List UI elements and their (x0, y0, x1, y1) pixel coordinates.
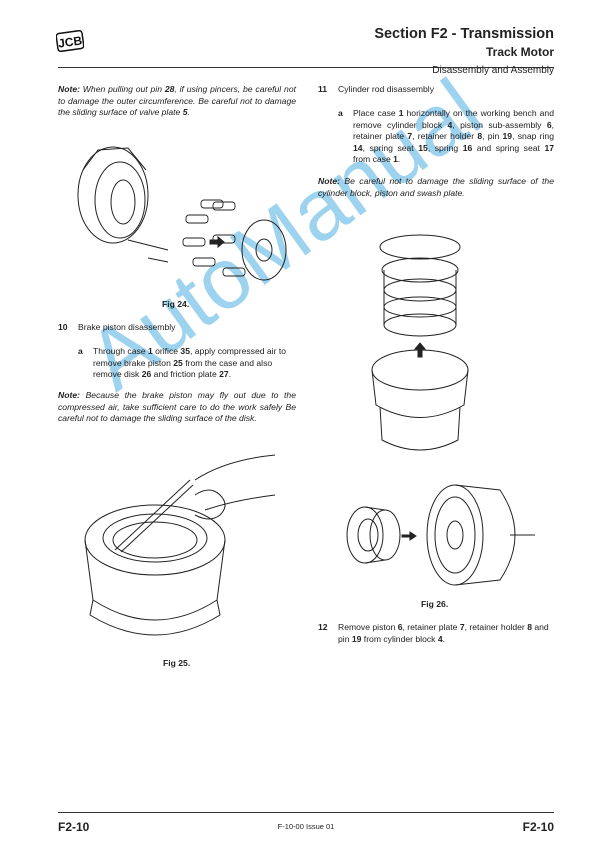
bold-reference: Note: (58, 390, 80, 400)
subsection-title: Track Motor (485, 45, 554, 59)
footer-divider (58, 812, 554, 813)
fig24-caption: Fig 24. (162, 299, 190, 309)
step10-number: 10 (58, 322, 68, 332)
text-run: from cylinder block (361, 633, 438, 644)
text-run: . (187, 107, 190, 118)
step11a-text: Place case 1 horizontally on the working… (353, 108, 554, 166)
bold-reference: 25 (173, 357, 183, 368)
text-run: , piston sub-assembly (452, 119, 547, 130)
svg-text:JCB: JCB (57, 33, 83, 50)
text-run: , if using pincers, be careful not to da… (58, 84, 296, 118)
fig25-caption: Fig 25. (163, 658, 191, 668)
bold-reference: 7 (459, 622, 465, 632)
bold-reference: 1 (393, 154, 398, 165)
text-run: . (397, 154, 401, 165)
bold-reference: 4 (447, 119, 453, 130)
fig24-illustration (77, 146, 287, 281)
fig-cylinder-stack-illustration (371, 234, 469, 451)
text-run: Be careful not to damage the sliding sur… (318, 176, 554, 198)
text-run: from the case and also remove disk (93, 357, 273, 380)
bold-reference: 1 (398, 108, 404, 118)
text-run: Place case (353, 108, 399, 118)
bold-reference: 1 (147, 346, 153, 356)
bold-reference: 7 (407, 131, 413, 142)
text-run: , retainer plate (402, 622, 460, 632)
bold-reference: 14 (353, 142, 363, 153)
bold-reference: Note: (318, 176, 340, 186)
note-sliding-surface: Note: Be careful not to damage the slidi… (318, 176, 554, 199)
page-number-left: F2-10 (58, 820, 90, 834)
bold-reference: 5 (182, 107, 188, 118)
text-run: , retainer plate (353, 119, 555, 142)
bold-reference: 4 (437, 633, 443, 644)
bold-reference: 17 (544, 142, 554, 153)
bold-reference: 6 (397, 622, 403, 632)
step12-number: 12 (318, 622, 328, 632)
text-run: , retainer holder (464, 622, 528, 632)
note-pin-28: Note: When pulling out pin 28, if using … (58, 84, 296, 119)
bold-reference: 28 (164, 84, 175, 94)
text-run: Because the brake piston may fly out due… (58, 390, 296, 424)
text-run: . (442, 633, 446, 644)
text-run: . (228, 369, 232, 380)
step11a-letter: a (338, 108, 343, 118)
text-run: and spring seat (472, 142, 545, 153)
step10a-text: Through case 1 orifice 35, apply compres… (93, 346, 297, 381)
bold-reference: 8 (477, 131, 483, 142)
step12-text: Remove piston 6, retainer plate 7, retai… (338, 622, 558, 645)
text-run: , spring seat (362, 142, 419, 153)
jcb-logo: JCB (56, 30, 84, 52)
text-run: from case (353, 154, 394, 165)
bold-reference: 19 (351, 633, 362, 644)
text-run: horizontally on the working bench and re… (353, 108, 554, 130)
step11-number: 11 (318, 84, 328, 94)
bold-reference: 27 (219, 369, 229, 380)
issue-label: F-10-00 Issue 01 (277, 822, 335, 831)
bold-reference: 35 (180, 346, 190, 356)
text-run: , retainer holder (412, 131, 478, 142)
note-brake-piston: Note: Because the brake piston may fly o… (58, 390, 296, 425)
bold-reference: 19 (502, 131, 513, 142)
bold-reference: 15 (418, 142, 428, 153)
bold-reference: 26 (141, 369, 152, 380)
text-run: , pin (482, 131, 503, 142)
header-divider (58, 67, 554, 68)
text-run: When pulling out pin (79, 84, 165, 94)
text-run: Through case (93, 346, 148, 356)
bold-reference: 6 (546, 119, 552, 130)
step10a-letter: a (78, 346, 83, 356)
text-run: and friction plate (151, 369, 220, 380)
step10-title: Brake piston disassembly (78, 322, 176, 332)
topic-title: Disassembly and Assembly (432, 65, 554, 76)
text-run: , spring (427, 142, 463, 153)
text-run: and pin (338, 622, 549, 644)
fig25-illustration (84, 454, 276, 636)
bold-reference: 8 (527, 622, 532, 632)
text-run: , apply compressed air to remove brake p… (93, 346, 286, 368)
bold-reference: 16 (462, 142, 473, 153)
fig26-caption: Fig 26. (421, 599, 449, 609)
text-run: orifice (152, 346, 181, 356)
text-run: Remove piston (338, 622, 398, 632)
bold-reference: Note: (58, 84, 80, 94)
fig26-illustration (346, 484, 535, 586)
text-run: , snap ring (512, 131, 554, 142)
page-number-right: F2-10 (522, 820, 554, 834)
step11-title: Cylinder rod disassembly (338, 84, 434, 94)
section-title: Section F2 - Transmission (374, 26, 554, 42)
